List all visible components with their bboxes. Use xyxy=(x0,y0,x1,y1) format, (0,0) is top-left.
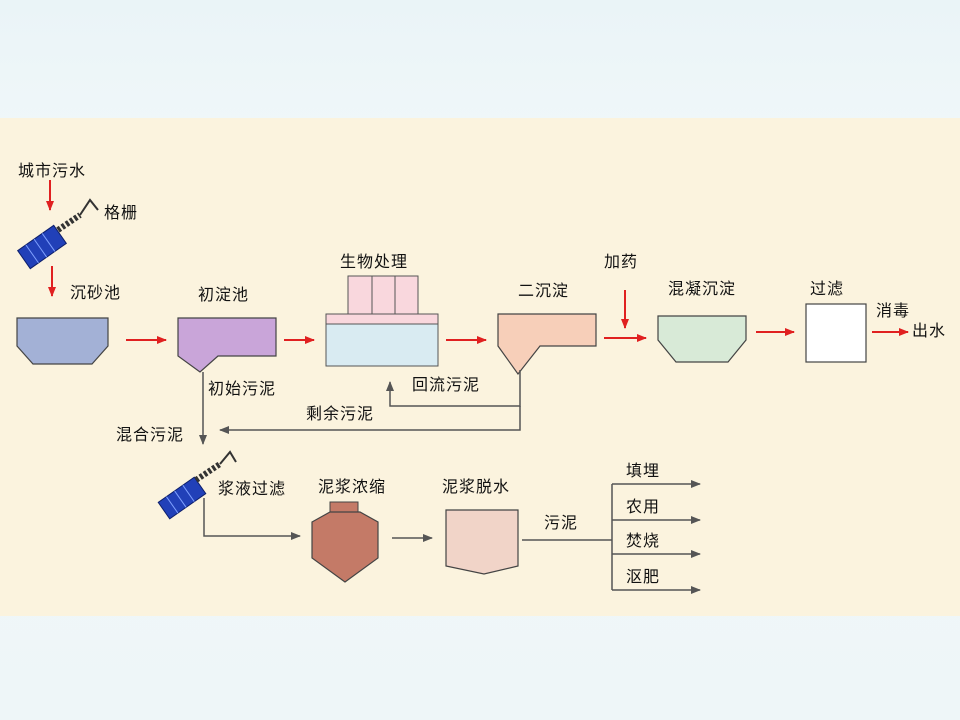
outflow-label: 出水 xyxy=(912,321,947,340)
return-sludge-line xyxy=(386,370,521,407)
process-flow-diagram xyxy=(16,180,909,594)
excess-sludge-line xyxy=(219,406,521,434)
landfill-label: 填埋 xyxy=(626,461,661,480)
agriculture-label: 农用 xyxy=(626,497,661,516)
thickening-label: 泥浆浓缩 xyxy=(318,477,387,496)
filtration-label: 过滤 xyxy=(810,279,845,298)
slurry-filter-label: 浆液过滤 xyxy=(218,479,287,498)
dewatering-tank xyxy=(445,509,519,575)
secondary-tank-label: 二沉淀 xyxy=(518,281,570,300)
coag-sed-tank xyxy=(657,315,747,363)
arrow-to-thickener xyxy=(203,498,301,540)
thickener-tank xyxy=(311,501,379,583)
bio-treatment-label: 生物处理 xyxy=(340,252,409,271)
filter-box xyxy=(805,303,867,363)
sludge-label: 污泥 xyxy=(544,513,579,532)
bio-treatment-tank xyxy=(325,275,439,367)
primary-tank xyxy=(177,317,277,373)
incineration-label: 焚烧 xyxy=(626,531,661,550)
compost-label: 沤肥 xyxy=(626,567,661,586)
screen-slurry-icon xyxy=(157,450,237,520)
secondary-tank xyxy=(497,313,597,376)
primary-sludge-label: 初始污泥 xyxy=(208,379,277,398)
mixed-sludge-label: 混合污泥 xyxy=(116,425,185,444)
disinfection-label: 消毒 xyxy=(876,301,911,320)
primary-tank-label: 初淀池 xyxy=(198,285,250,304)
screen-grille-icon xyxy=(16,198,99,270)
grille-label: 格栅 xyxy=(104,203,139,222)
dewatering-label: 泥浆脱水 xyxy=(442,477,511,496)
coag-sed-label: 混凝沉淀 xyxy=(668,279,737,298)
grit-chamber-tank xyxy=(16,317,109,365)
grit-chamber-label: 沉砂池 xyxy=(70,283,122,302)
return-sludge-label: 回流污泥 xyxy=(412,375,481,394)
excess-sludge-label: 剩余污泥 xyxy=(306,404,375,423)
dosing-label: 加药 xyxy=(604,252,639,271)
diagram-panel: 城市污水 格栅 沉砂池 初淀池 生物处理 二沉淀 加药 混凝沉淀 过滤 消毒 出… xyxy=(0,118,960,616)
city-sewage-label: 城市污水 xyxy=(18,161,87,180)
